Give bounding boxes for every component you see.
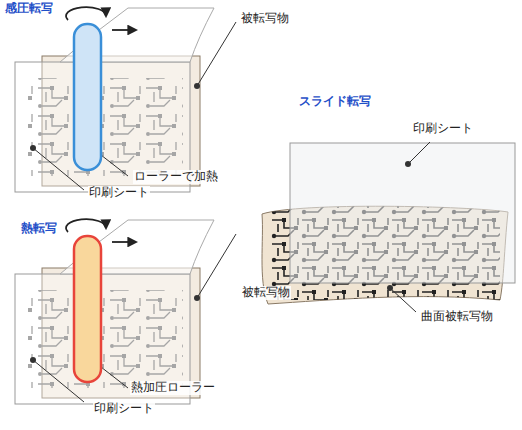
pressure-panel [15, 8, 236, 192]
direction-arrow [112, 29, 136, 31]
heat-panel [15, 220, 236, 404]
part-label: ローラーで加熱 [133, 170, 219, 184]
part-label: 熱加圧ローラー [130, 381, 216, 395]
part-label: 印刷シート [88, 186, 150, 200]
part-label: 被転写物 [240, 12, 290, 26]
part-label: 印刷シート [93, 402, 155, 416]
panel-title: 熱転写 [20, 222, 58, 236]
panel-title: 感圧転写 [4, 2, 54, 16]
part-label: 被転写物 [241, 286, 291, 300]
heat-roller [74, 236, 101, 382]
part-label: 印刷シート [412, 122, 474, 136]
rotation-arrow [66, 219, 106, 232]
panel-title: スライド転写 [298, 95, 372, 109]
roller [74, 24, 101, 170]
rotation-arrow [66, 7, 106, 20]
slide-panel [262, 142, 515, 312]
direction-arrow [112, 241, 136, 243]
part-label: 曲面被転写物 [420, 310, 494, 324]
